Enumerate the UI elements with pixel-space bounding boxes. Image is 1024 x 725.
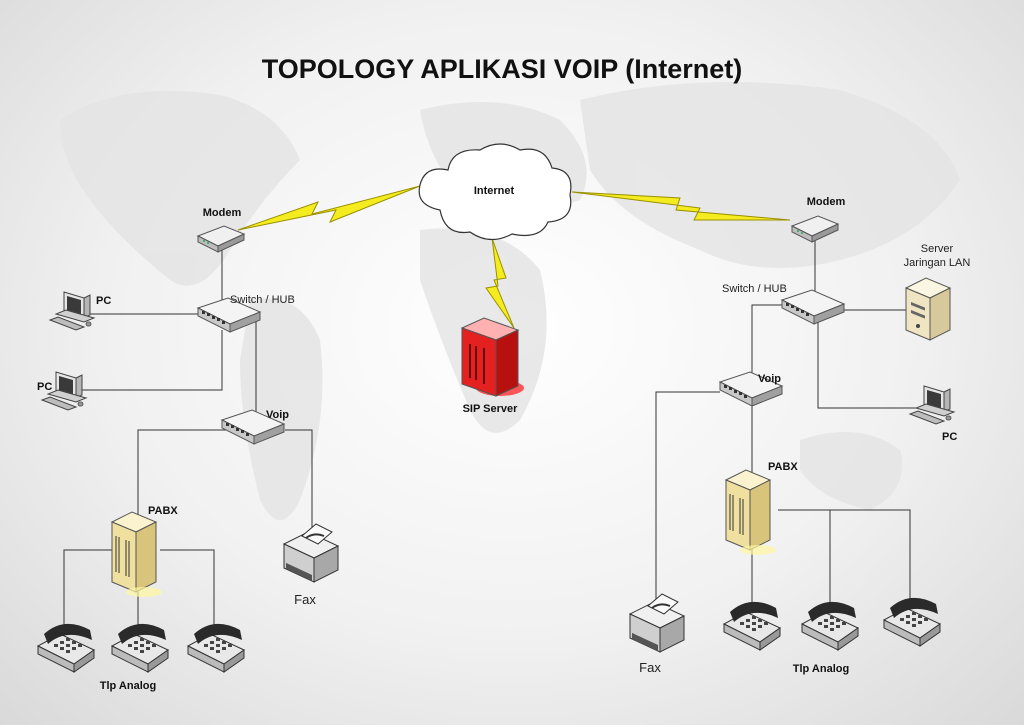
right-server-label-line1: Server bbox=[921, 243, 954, 255]
lan-server-icon bbox=[904, 277, 952, 341]
right-voip-label: Voip bbox=[758, 373, 781, 385]
right-pabx-icon bbox=[725, 469, 777, 556]
left-telephone-1-icon bbox=[37, 623, 95, 673]
right-telephone-1-icon bbox=[723, 601, 781, 651]
internet-cloud-icon bbox=[418, 143, 572, 241]
right-fax-label: Fax bbox=[639, 660, 661, 675]
page-title: TOPOLOGY APLIKASI VOIP (Internet) bbox=[262, 54, 743, 84]
right-telephone-3-icon bbox=[883, 597, 941, 647]
left-modem-label: Modem bbox=[203, 207, 242, 219]
sip-server-icon bbox=[460, 317, 524, 397]
sip-server-label: SIP Server bbox=[463, 403, 519, 415]
left-voip-label: Voip bbox=[266, 409, 289, 421]
left-fax-icon bbox=[283, 523, 339, 583]
left-pc1-icon bbox=[49, 291, 95, 331]
lightning-right-icon bbox=[571, 191, 791, 221]
right-switch-icon bbox=[781, 289, 845, 325]
right-switch-label: Switch / HUB bbox=[722, 283, 787, 295]
left-pabx-icon bbox=[111, 511, 163, 598]
left-pc2-label: PC bbox=[37, 381, 52, 393]
right-pc-icon bbox=[909, 385, 955, 425]
left-phones-label: Tlp Analog bbox=[100, 680, 156, 692]
lightning-center-icon bbox=[485, 237, 515, 329]
right-pc-label: PC bbox=[942, 431, 957, 443]
right-fax-icon bbox=[629, 593, 685, 653]
left-switch-label: Switch / HUB bbox=[230, 294, 295, 306]
left-fax-label: Fax bbox=[294, 592, 316, 607]
left-telephone-3-icon bbox=[187, 623, 245, 673]
left-telephone-2-icon bbox=[111, 623, 169, 673]
internet-label: Internet bbox=[474, 185, 515, 197]
right-telephone-2-icon bbox=[801, 601, 859, 651]
left-pabx-label: PABX bbox=[148, 505, 178, 517]
right-phones-label: Tlp Analog bbox=[793, 663, 849, 675]
right-pabx-label: PABX bbox=[768, 461, 798, 473]
left-pc1-label: PC bbox=[96, 295, 111, 307]
right-modem-label: Modem bbox=[807, 196, 846, 208]
right-server-label-line2: Jaringan LAN bbox=[904, 257, 971, 269]
